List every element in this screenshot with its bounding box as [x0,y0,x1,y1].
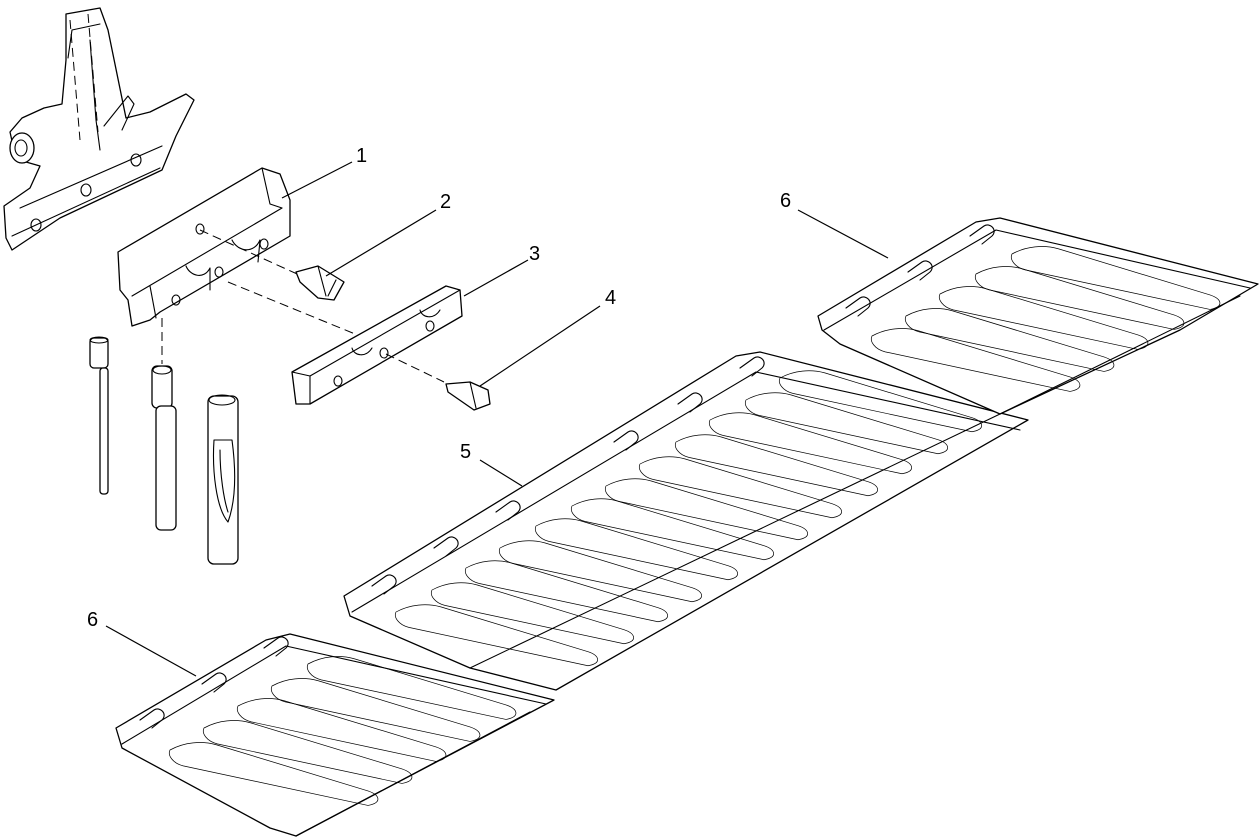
callout-1: 1 [356,145,367,167]
pin-short [89,336,109,495]
tine-strip-end-left [115,633,555,837]
callout-5: 5 [460,441,471,463]
frame-bracket [3,7,195,251]
leader-3 [463,259,529,297]
pin-long [151,318,177,531]
leader-6b [105,625,197,677]
tine-strip-end-right [817,217,1259,415]
callout-6-right: 6 [780,190,791,212]
leader-4 [479,305,601,387]
backing-strip [291,285,463,405]
callout-3: 3 [529,243,540,265]
pin-slotted [207,394,239,565]
bolt-lower [445,381,491,411]
tine-strip-main [343,351,1029,691]
clamp-bar [117,167,361,337]
leader-6a [797,209,889,259]
callout-6-left: 6 [87,609,98,631]
callout-2: 2 [440,191,451,213]
leader-1 [281,161,353,199]
bolt-upper [295,265,345,301]
callout-4: 4 [605,287,616,309]
callout-labels: 1 2 3 4 5 6 6 [87,145,791,631]
leader-2 [325,209,437,277]
leader-5 [479,459,523,487]
leader-lines [105,161,889,677]
